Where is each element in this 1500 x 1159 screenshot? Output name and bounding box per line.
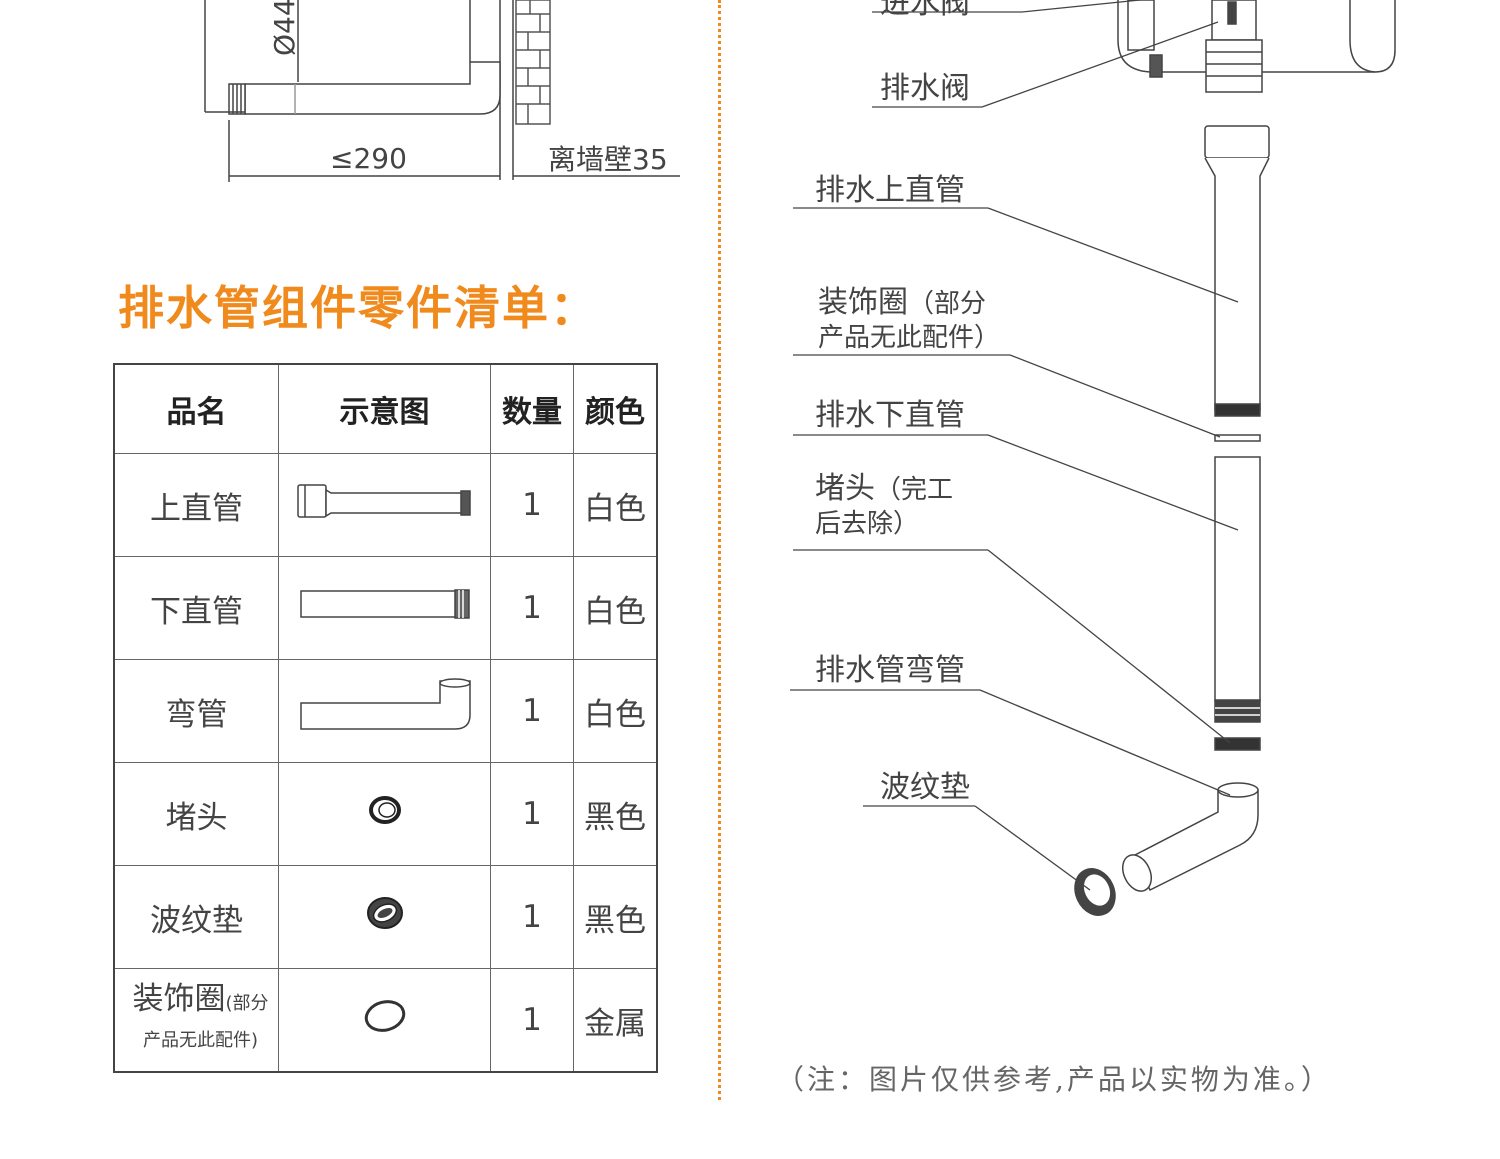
elbow-pipe-icon — [299, 678, 471, 730]
part-quantity: 1 — [490, 556, 574, 660]
part-name: 装饰圈(部分 产品无此配件) — [113, 968, 279, 1073]
part-color: 金属 — [573, 968, 658, 1073]
part-diagram — [278, 659, 491, 763]
part-name-main: 装饰圈 — [132, 981, 226, 1017]
part-name: 上直管 — [113, 453, 279, 557]
label-plug-line1: 堵头 — [815, 471, 875, 506]
upper-pipe-icon — [296, 484, 471, 518]
part-color: 白色 — [573, 659, 658, 763]
part-name: 下直管 — [113, 556, 279, 660]
dotted-divider — [718, 0, 721, 1100]
parts-table: 品名 示意图 数量 颜色 上直管 1 白色 下直管 — [113, 363, 658, 1073]
label-partial-top: 进水阀 — [880, 0, 970, 21]
table-row: 波纹垫 1 黑色 — [113, 865, 658, 969]
part-quantity: 1 — [490, 968, 574, 1073]
part-diagram — [278, 762, 491, 866]
wall-distance-label: 离墙壁35 — [548, 143, 668, 176]
label-elbow: 排水管弯管 — [815, 653, 965, 688]
part-name-note: (部分 — [225, 993, 269, 1014]
table-row: 装饰圈(部分 产品无此配件) 1 金属 — [113, 968, 658, 1073]
part-name: 堵头 — [113, 762, 279, 866]
disclaimer-note: （注：图片仅供参考,产品以实物为准。） — [776, 1063, 1332, 1096]
part-quantity: 1 — [490, 453, 574, 557]
part-color: 白色 — [573, 453, 658, 557]
part-diagram — [278, 865, 491, 969]
part-name: 波纹垫 — [113, 865, 279, 969]
part-diagram — [278, 968, 491, 1073]
max-length-label: ≤290 — [330, 142, 407, 175]
parts-list-title: 排水管组件零件清单： — [118, 281, 598, 335]
part-color: 黑色 — [573, 762, 658, 866]
table-row: 弯管 1 白色 — [113, 659, 658, 763]
label-decor-ring-line1: 装饰圈 — [818, 285, 908, 320]
label-decor-ring: 装饰圈（部分 产品无此配件） — [818, 286, 1000, 355]
part-quantity: 1 — [490, 659, 574, 763]
table-row: 下直管 1 白色 — [113, 556, 658, 660]
label-decor-ring-line2: 产品无此配件） — [818, 323, 1001, 353]
header-name: 品名 — [113, 363, 279, 454]
part-diagram — [278, 453, 491, 557]
part-quantity: 1 — [490, 865, 574, 969]
part-diagram — [278, 556, 491, 660]
label-plug-note: （完工 — [875, 475, 954, 505]
label-lower-pipe: 排水下直管 — [815, 398, 965, 433]
part-name: 弯管 — [113, 659, 279, 763]
label-gasket: 波纹垫 — [880, 770, 970, 805]
label-upper-pipe: 排水上直管 — [815, 173, 965, 208]
label-decor-ring-note: （部分 — [908, 289, 987, 319]
part-name-line2: 产品无此配件) — [142, 1030, 259, 1051]
label-plug-line2: 后去除） — [815, 509, 920, 539]
decorative-ring-icon — [364, 1000, 405, 1032]
header-diagram: 示意图 — [278, 363, 491, 454]
label-plug: 堵头（完工 后去除） — [815, 472, 953, 541]
plug-icon — [368, 796, 401, 824]
header-quantity: 数量 — [490, 363, 574, 454]
label-drain-valve: 排水阀 — [880, 71, 970, 106]
corrugated-gasket-icon — [366, 897, 403, 929]
installation-dimension-drawing — [204, 0, 680, 182]
lower-pipe-icon — [299, 589, 470, 619]
table-header-row: 品名 示意图 数量 颜色 — [113, 363, 658, 454]
table-row: 上直管 1 白色 — [113, 453, 658, 557]
part-color: 黑色 — [573, 865, 658, 969]
part-color: 白色 — [573, 556, 658, 660]
table-row: 堵头 1 黑色 — [113, 762, 658, 866]
